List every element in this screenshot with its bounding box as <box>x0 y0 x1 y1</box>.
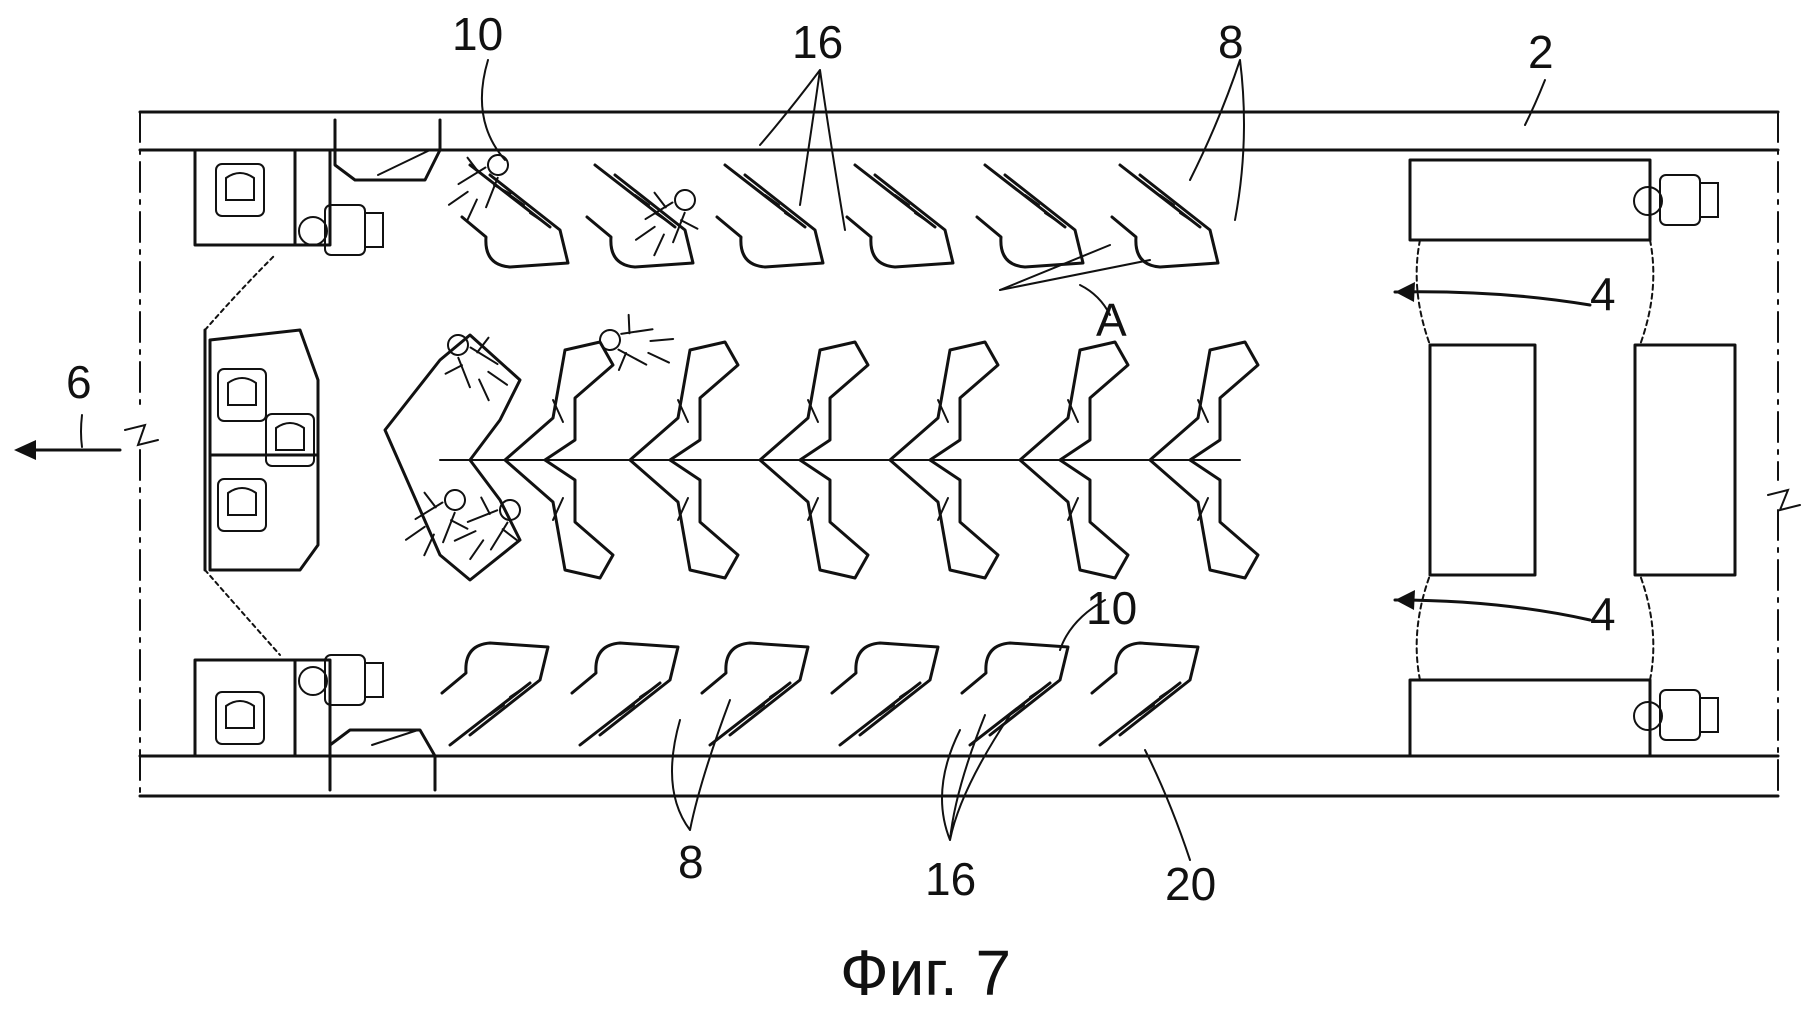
seat-row-top <box>435 138 1220 291</box>
exit-arrow <box>14 414 122 460</box>
label-6: 6 <box>66 356 92 408</box>
reference-labels: 10 16 8 2 A 4 6 10 4 8 16 20 <box>66 8 1616 910</box>
aft-lavatories <box>193 118 442 792</box>
label-8-bottom: 8 <box>678 836 704 888</box>
forward-galley <box>1408 158 1737 758</box>
label-16-top: 16 <box>792 16 843 68</box>
label-4-bottom: 4 <box>1590 588 1616 640</box>
fuselage-outline <box>124 110 1801 798</box>
seat-row-bottom <box>440 641 1200 747</box>
figure-caption: Фиг. 7 <box>840 937 1011 1009</box>
label-8-top: 8 <box>1218 16 1244 68</box>
label-10-bottom: 10 <box>1086 582 1137 634</box>
seat-chevrons-center <box>383 309 1260 582</box>
label-a: A <box>1096 294 1127 346</box>
entry-arrows <box>1393 282 1592 622</box>
label-2: 2 <box>1528 26 1554 78</box>
leader-lines <box>480 59 1546 861</box>
label-10-top: 10 <box>452 8 503 60</box>
label-20: 20 <box>1165 858 1216 910</box>
label-16-bottom: 16 <box>925 853 976 905</box>
label-4-top: 4 <box>1590 268 1616 320</box>
